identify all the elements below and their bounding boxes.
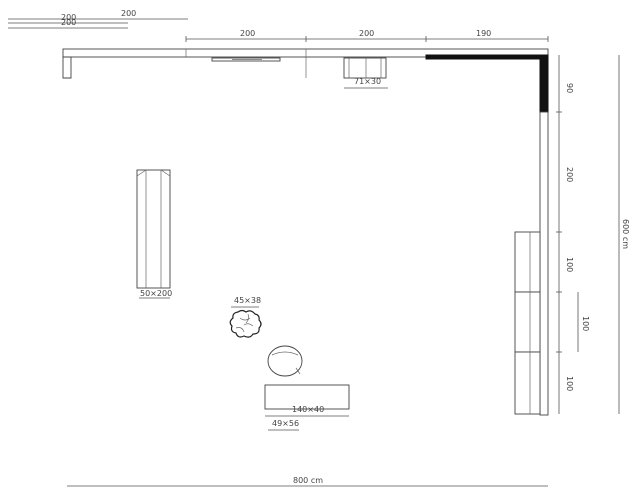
right-wall-body [539, 111, 549, 416]
dim-label-seg2: 200 [359, 29, 374, 38]
dim-label-200-right: 200 [565, 167, 574, 182]
right-wall [514, 111, 549, 416]
top-wall-left-return [62, 56, 72, 79]
window-unit: 71×30 [343, 57, 388, 89]
dim-label-600: 600 cm [621, 219, 630, 249]
dim-label-200b: 200 [121, 9, 136, 18]
shelf: 50×200 [136, 169, 172, 299]
stool-seat [267, 345, 303, 377]
dim-label-90: 90 [565, 83, 574, 93]
dim-label-100c: 100 [565, 376, 574, 391]
stool-leg [295, 367, 301, 375]
bottom-dimension: 800 cm [67, 476, 548, 487]
stool-detail [271, 351, 299, 356]
top-wall [62, 48, 549, 113]
dim-label-100a: 100 [565, 257, 574, 272]
plant-leaf-detail [235, 313, 254, 333]
dim-label-100b: 100 [581, 316, 590, 331]
corner-wall-dark [425, 54, 549, 113]
shelf-body [136, 169, 171, 289]
bench: 140×40 [264, 384, 350, 417]
cabinet-upper [514, 231, 541, 293]
shelf-label: 50×200 [140, 289, 172, 298]
dim-label-seg3: 190 [476, 29, 491, 38]
dim-label-200c: 200 [61, 18, 76, 27]
top-left-dimension-stack: 200 200 200 [8, 9, 188, 29]
top-wall-dimensions: 200 200 190 [185, 29, 549, 42]
shelf-detail [136, 169, 147, 177]
right-dimensions: 90 200 100 100 100 600 cm [556, 55, 630, 414]
top-wall-body [62, 48, 549, 58]
plant-label: 45×38 [234, 296, 261, 305]
bench-label: 140×40 [292, 405, 324, 414]
bench-body [264, 384, 350, 410]
plant: 45×38 [229, 296, 262, 338]
cabinet-lower [514, 351, 541, 415]
dim-label-seg1: 200 [240, 29, 255, 38]
stool-label: 49×56 [272, 419, 299, 428]
dim-label-800: 800 cm [293, 476, 323, 485]
shelf-detail [160, 169, 171, 177]
dim-label-200a: 200 [61, 13, 76, 22]
stool: 49×56 [267, 345, 303, 431]
window-unit-label: 71×30 [354, 77, 381, 86]
cabinet-middle [514, 291, 541, 353]
window-unit-frame [343, 57, 387, 79]
